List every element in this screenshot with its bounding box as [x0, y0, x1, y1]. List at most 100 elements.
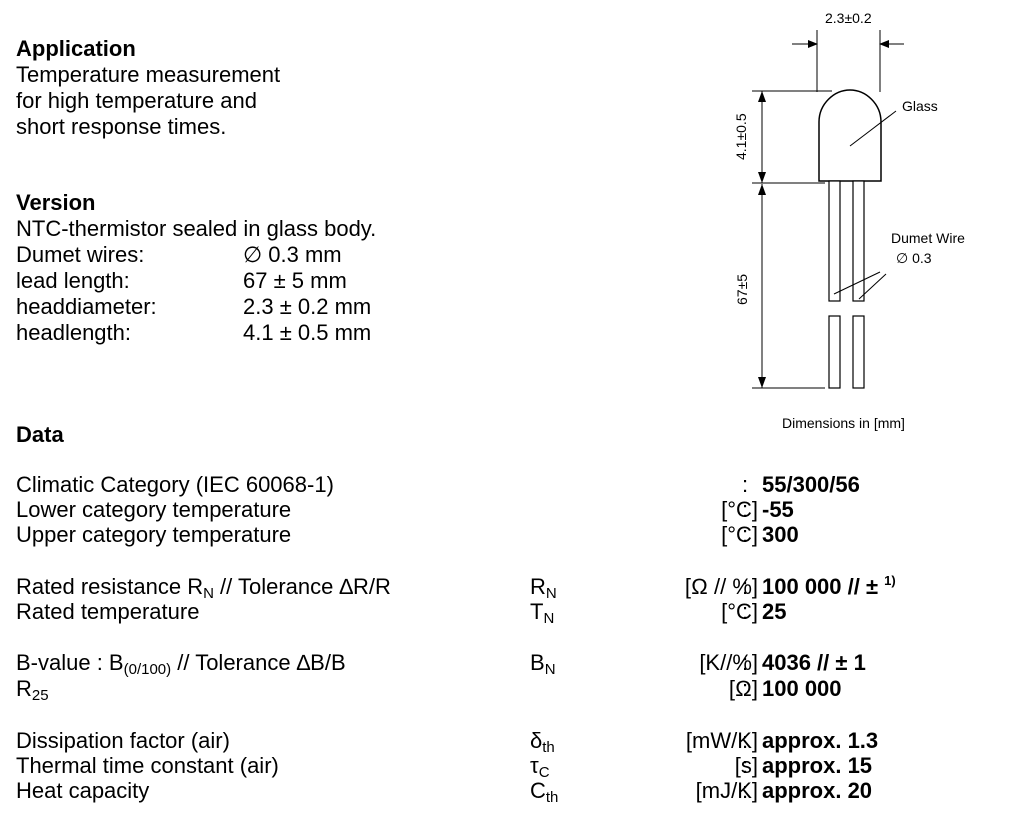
row-colon: :: [742, 728, 749, 753]
glass-head-shape: [818, 89, 882, 182]
row-label: Lower category temperature: [16, 497, 292, 522]
row-value: 4036 // ± 1: [762, 650, 866, 675]
symbol-base: R: [530, 574, 546, 599]
spec-value: 2.3 ± 0.2 mm: [243, 294, 372, 319]
data-row-climatic-category: Climatic Category (IEC 60068-1) : 55/300…: [16, 472, 1016, 498]
row-unit: [s]: [734, 753, 758, 778]
row-label-text: B-value : B: [16, 650, 124, 675]
row-colon: :: [742, 753, 749, 778]
row-symbol: RN: [530, 574, 557, 601]
row-label: Climatic Category (IEC 60068-1): [16, 472, 334, 497]
data-heading: Data: [16, 422, 64, 447]
row-unit: [°C]: [721, 599, 758, 624]
row-colon: :: [742, 472, 749, 497]
data-row-dissipation-factor: Dissipation factor (air) δth [mW/K] : ap…: [16, 728, 1016, 756]
symbol-subscript: C: [538, 764, 550, 781]
row-unit: [°C]: [721, 522, 758, 547]
glass-label: Glass: [902, 98, 938, 114]
row-label-text: // Tolerance ∆R/R: [213, 574, 391, 599]
spec-label: headlength:: [16, 320, 131, 345]
row-colon: :: [742, 599, 749, 624]
spec-value: 67 ± 5 mm: [243, 268, 347, 293]
row-label-text: R: [16, 676, 32, 701]
row-colon: :: [742, 778, 749, 803]
data-row-rated-temperature: Rated temperature TN [°C] : 25: [16, 599, 1016, 627]
data-row-b-value: B-value : B(0/100) // Tolerance ∆B/B BN …: [16, 650, 1016, 678]
application-line: Temperature measurement: [16, 62, 281, 87]
spec-label: headdiameter:: [16, 294, 157, 319]
row-symbol: τC: [530, 753, 550, 781]
application-section: Application Temperature measurement for …: [16, 36, 280, 140]
row-label-text: // Tolerance ∆B/B: [171, 650, 346, 675]
row-label: Rated temperature: [16, 599, 200, 624]
row-colon: :: [742, 676, 749, 701]
row-symbol: δth: [530, 728, 555, 756]
row-label-subscript: 25: [31, 687, 49, 704]
row-label-subscript: (0/100): [123, 661, 172, 678]
row-unit: [Ω // %]: [684, 574, 758, 599]
footnote-marker: 1): [884, 573, 896, 588]
row-label-subscript: N: [203, 585, 214, 602]
wire-leader-left: [833, 271, 881, 295]
application-line: for high temperature and: [16, 88, 257, 113]
symbol-subscript: th: [545, 789, 559, 806]
row-label: Thermal time constant (air): [16, 753, 279, 778]
row-label: B-value : B(0/100) // Tolerance ∆B/B: [16, 650, 346, 678]
row-value: approx. 1.3: [762, 728, 879, 753]
spec-row-lead-length: lead length: 67 ± 5 mm: [16, 268, 376, 294]
wire-leader-right: [858, 273, 887, 300]
symbol-subscript: N: [543, 610, 555, 627]
data-row-r25: R25 [Ω] : 100 000: [16, 676, 1016, 704]
dimensions-caption: Dimensions in [mm]: [782, 415, 905, 431]
row-colon: :: [742, 650, 749, 675]
lead-dim-arrow-bottom: [758, 377, 766, 388]
symbol-base: T: [530, 599, 544, 624]
data-row-rated-resistance: Rated resistance RN // Tolerance ∆R/R RN…: [16, 574, 1016, 602]
row-value: 100 000 // ± 1): [762, 574, 896, 600]
lead-right-lower: [852, 315, 865, 389]
row-unit: [mW/K]: [685, 728, 758, 753]
symbol-subscript: th: [542, 739, 555, 756]
spec-row-dumet-wires: Dumet wires: ∅ 0.3 mm: [16, 242, 376, 268]
spec-label: Dumet wires:: [16, 242, 145, 267]
data-row-heat-capacity: Heat capacity Cth [mJ/K] : approx. 20: [16, 778, 1016, 806]
version-heading: Version: [16, 190, 96, 215]
symbol-base: B: [530, 650, 545, 675]
spec-row-head-length: headlength: 4.1 ± 0.5 mm: [16, 320, 376, 346]
row-colon: :: [742, 522, 749, 547]
row-label: Upper category temperature: [16, 522, 292, 547]
spec-value: 4.1 ± 0.5 mm: [243, 320, 372, 345]
row-value: 300: [762, 522, 799, 547]
row-label-text: Rated resistance R: [16, 574, 204, 599]
row-value: -55: [762, 497, 794, 522]
row-value: 55/300/56: [762, 472, 860, 497]
spec-label: lead length:: [16, 268, 130, 293]
lead-left-lower: [828, 315, 841, 389]
head-dim-arrow-top: [758, 91, 766, 102]
head-length-dimension-label: 4.1±0.5: [733, 113, 749, 160]
wire-diameter-label: ∅ 0.3: [896, 250, 932, 266]
row-label: Rated resistance RN // Tolerance ∆R/R: [16, 574, 391, 602]
lead-break-gap: [824, 302, 870, 315]
data-row-upper-category-temperature: Upper category temperature [°C] : 300: [16, 522, 1016, 548]
row-unit: [mJ/K]: [695, 778, 758, 803]
glass-leader-line: [849, 110, 897, 147]
thermistor-diagram: [752, 30, 904, 389]
thermistor-dimension-drawing: 2.3±0.2 4.1±0.5 67±5 Glass Dumet Wire ∅ …: [700, 0, 1024, 440]
row-value-text: 100 000 // ±: [762, 574, 885, 599]
row-symbol: BN: [530, 650, 556, 678]
row-unit: [°C]: [721, 497, 758, 522]
application-heading: Application: [16, 36, 136, 61]
row-colon: :: [742, 497, 749, 522]
lead-dim-arrow-top: [758, 184, 766, 195]
data-row-lower-category-temperature: Lower category temperature [°C] : -55: [16, 497, 1016, 523]
version-section: Version NTC-thermistor sealed in glass b…: [16, 190, 376, 346]
spec-row-head-diameter: headdiameter: 2.3 ± 0.2 mm: [16, 294, 376, 320]
symbol-base: C: [530, 778, 546, 803]
row-value: 100 000: [762, 676, 842, 701]
row-symbol: Cth: [530, 778, 559, 806]
row-value: approx. 20: [762, 778, 873, 803]
row-unit: [K//%]: [699, 650, 758, 675]
spec-value: ∅ 0.3 mm: [243, 242, 342, 267]
symbol-subscript: N: [544, 661, 556, 678]
